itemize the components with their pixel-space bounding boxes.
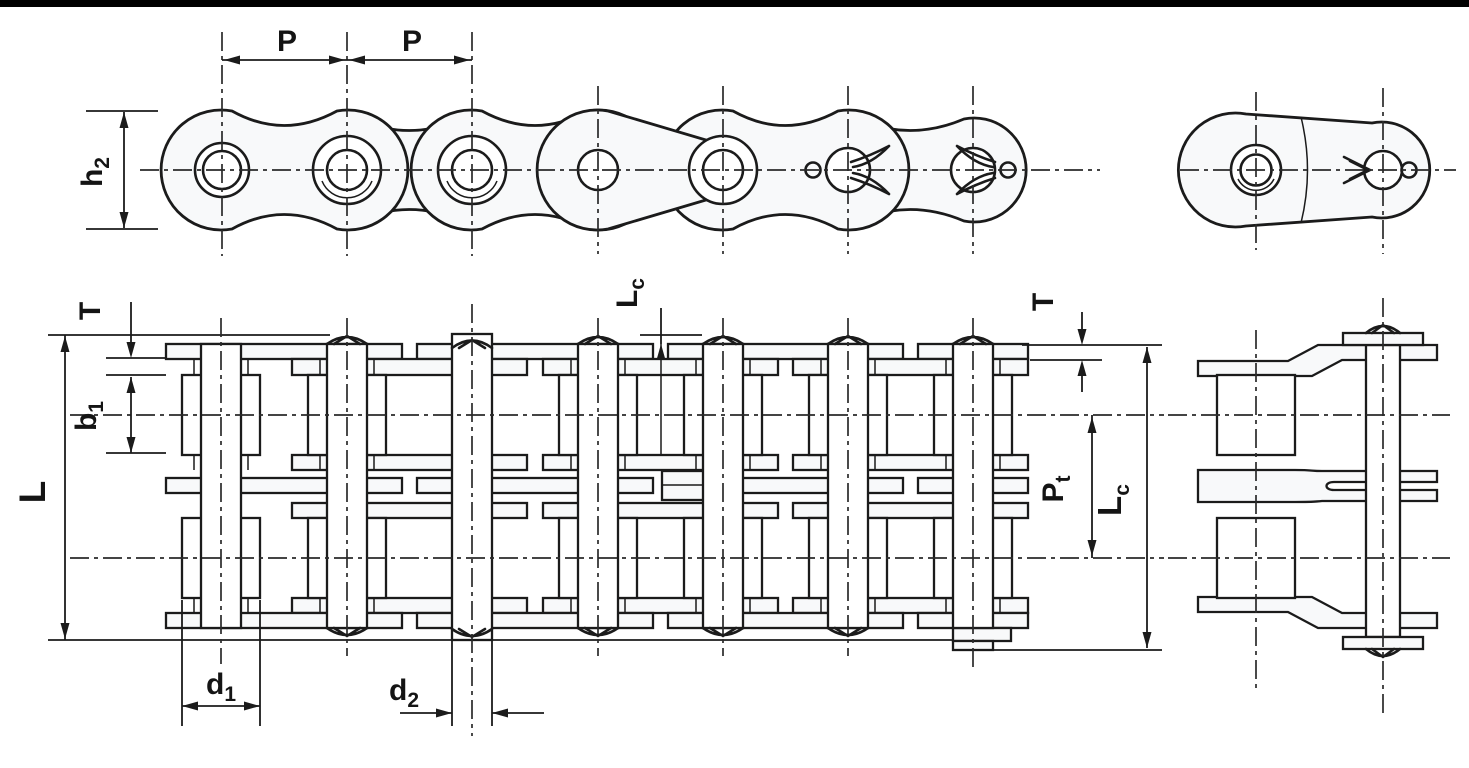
cranked-plate-bottom	[1196, 595, 1439, 630]
cotter-tine	[849, 171, 891, 196]
side-view-centerlines	[140, 32, 1100, 256]
dim-label-Pt: Pt	[1037, 475, 1075, 502]
reference-lines	[48, 334, 1162, 726]
inner-plate-band	[290, 453, 1030, 472]
plan-view-centerlines	[70, 304, 1164, 736]
dim-label-h2: h2	[76, 157, 114, 187]
end-view-plan-centerlines	[1168, 298, 1450, 716]
dim-label-d1: d1	[206, 668, 236, 706]
side-view: P P h2	[76, 25, 1100, 256]
inner-plate-band	[290, 357, 1030, 377]
inner-plate-band	[290, 501, 1030, 520]
top-border	[0, 0, 1469, 7]
cotter-pins	[804, 144, 1017, 196]
dim-label-d2: d2	[389, 674, 419, 712]
plan-view: L T b1 Lc T Pt Lc	[12, 278, 1164, 736]
dim-label-L: L	[12, 481, 53, 504]
dim-label-T-left: T	[74, 302, 107, 320]
cotter-tine	[955, 144, 997, 169]
dim-label-pitch-1: P	[277, 25, 297, 58]
inner-plate-band	[290, 596, 1030, 615]
plan-view-dimensions: L T b1 Lc T Pt Lc	[12, 278, 1152, 718]
cranked-plate-top	[1196, 343, 1439, 378]
side-view-dimensions: P P h2	[76, 25, 472, 230]
h2-dimension-line	[86, 110, 158, 230]
bushing-edges	[193, 359, 1001, 613]
dim-label-pitch-2: P	[402, 25, 422, 58]
dim-label-Lc-top: Lc	[611, 278, 649, 308]
dim-label-T-right: T	[1027, 293, 1060, 311]
forked-center-plate	[1196, 468, 1439, 504]
cotter-tine	[849, 144, 891, 169]
connecting-pin-washer	[951, 626, 1013, 643]
dim-label-b1: b1	[70, 401, 108, 431]
plate-edge	[1300, 116, 1309, 224]
end-view-plan	[1168, 298, 1450, 716]
end-view-side	[1176, 88, 1456, 254]
end-view-centerlines	[1180, 88, 1456, 254]
bushing-arc	[1237, 178, 1275, 191]
dim-label-Lc-right: Lc	[1091, 484, 1134, 516]
cotter-tine	[955, 171, 997, 196]
